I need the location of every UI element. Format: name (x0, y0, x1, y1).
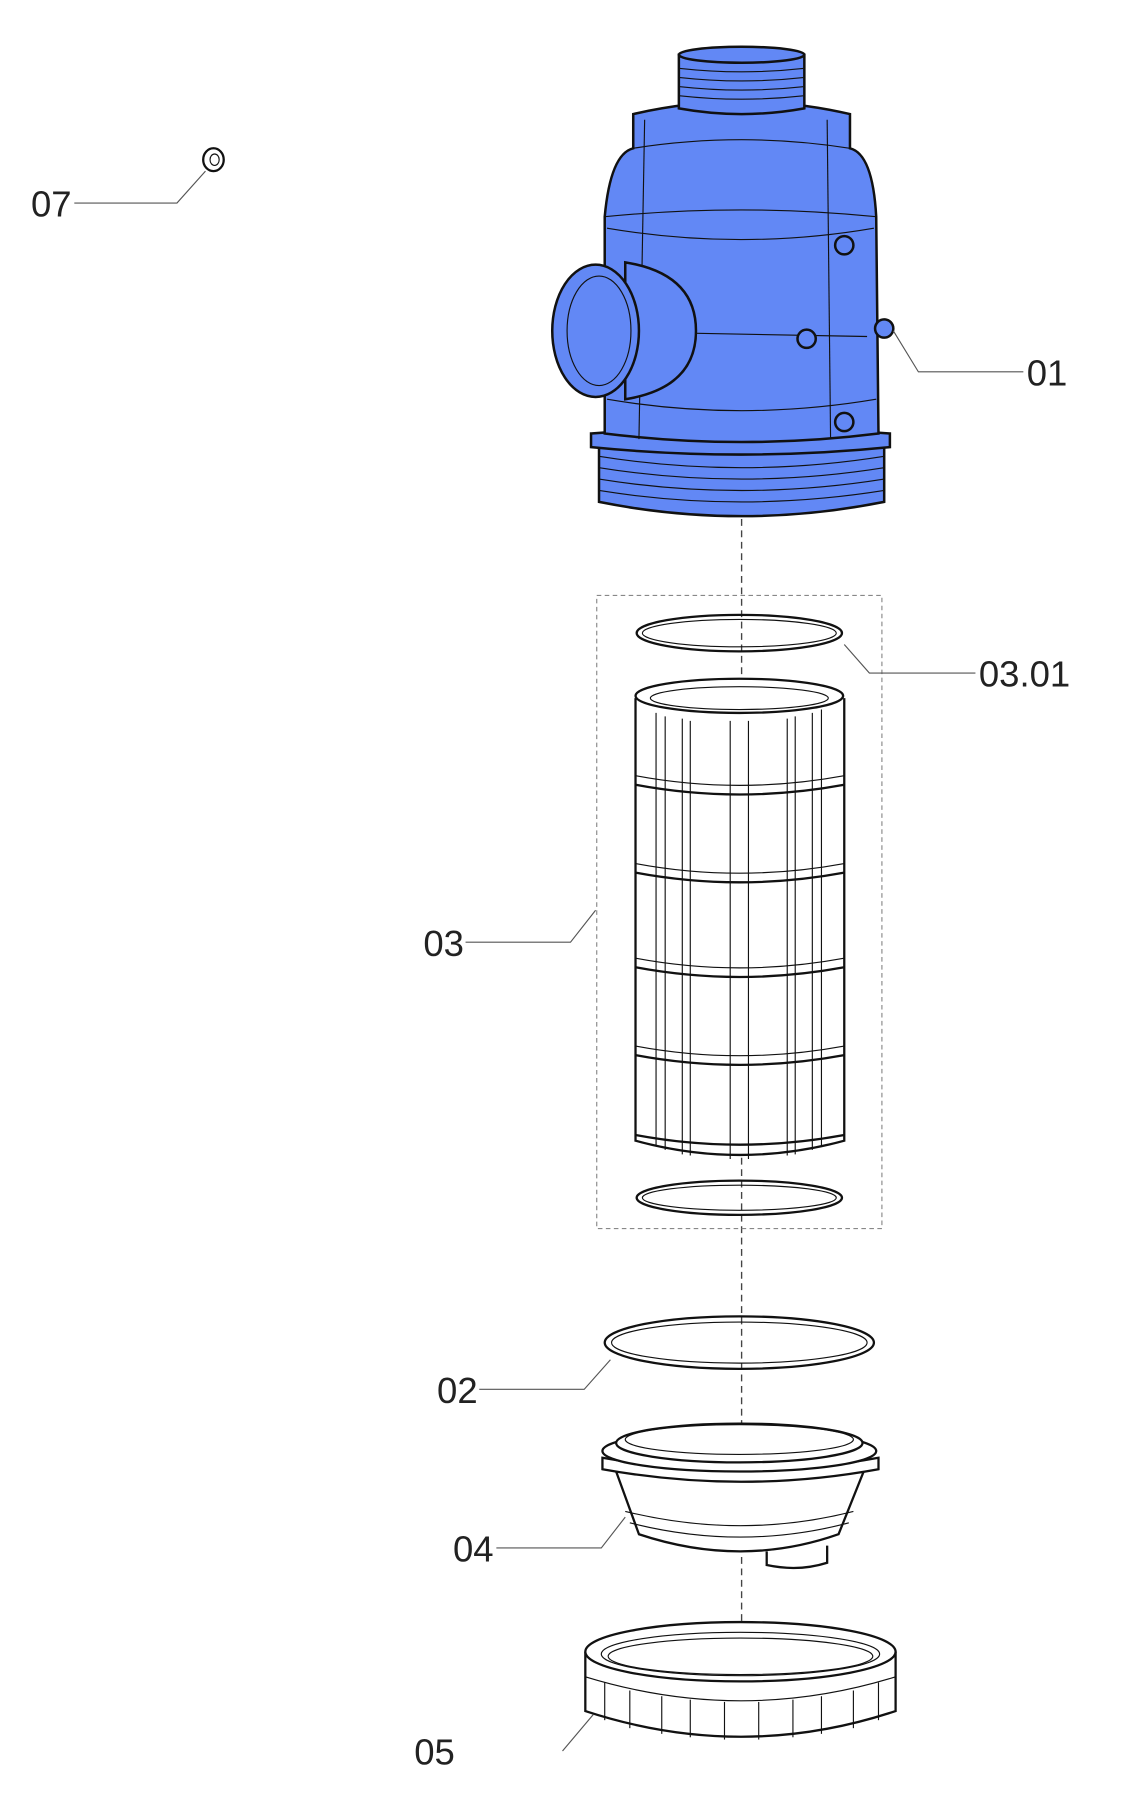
label-02: 02 (437, 1370, 478, 1411)
label-05: 05 (414, 1732, 455, 1773)
leader-02 (479, 1359, 611, 1390)
part-04-cap (601, 1422, 880, 1570)
part-01-housing (550, 45, 895, 518)
label-04: 04 (453, 1529, 494, 1570)
part-02-o-ring (603, 1315, 876, 1370)
part-05-ring-nut (584, 1620, 897, 1740)
part-03-o-ring-bottom (635, 1179, 844, 1216)
label-07: 07 (31, 184, 72, 225)
leader-07 (74, 170, 206, 204)
part-03-01-o-ring-top (635, 613, 844, 653)
leader-03 (465, 909, 597, 943)
label-03: 03 (423, 923, 464, 964)
part-03-filter-cage (634, 677, 846, 1159)
part-07-nut (202, 147, 225, 173)
leader-04 (496, 1516, 626, 1549)
label-01: 01 (1027, 353, 1068, 394)
leader-03-01 (843, 644, 976, 674)
label-03-01: 03.01 (979, 654, 1070, 695)
leader-01 (892, 330, 1024, 373)
leader-05 (562, 1714, 594, 1752)
filter-assembly-box (596, 594, 883, 1230)
